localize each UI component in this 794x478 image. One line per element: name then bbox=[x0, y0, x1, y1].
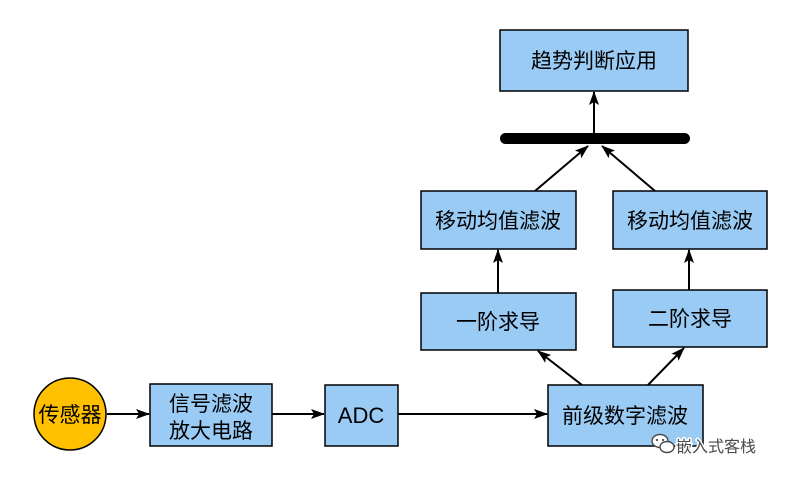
sensor-circle bbox=[33, 377, 107, 451]
trend-application-node: 趋势判断应用 bbox=[499, 29, 689, 92]
trend-application-box bbox=[499, 29, 689, 92]
moving-average-right-label: 移动均值滤波 bbox=[627, 209, 753, 233]
arrow-right-moving-average-to-merge bbox=[601, 145, 656, 192]
signal-filter-node: 信号滤波 放大电路 bbox=[149, 383, 273, 447]
watermark-text: 嵌入式客栈 bbox=[676, 437, 756, 456]
second-derivative-box bbox=[612, 289, 768, 348]
pre-digital-filter-box bbox=[547, 384, 704, 447]
first-derivative-node: 一阶求导 bbox=[420, 292, 577, 351]
arrow-pre-filter-to-second-derivative bbox=[647, 347, 685, 386]
moving-average-left-label: 移动均值滤波 bbox=[435, 209, 561, 233]
first-derivative-box bbox=[420, 292, 577, 351]
moving-average-right-node: 移动均值滤波 bbox=[612, 190, 768, 250]
moving-average-right-box bbox=[612, 190, 768, 250]
signal-filter-box bbox=[149, 383, 273, 447]
sensor-node: 传感器 bbox=[33, 377, 107, 451]
trend-application-label: 趋势判断应用 bbox=[531, 49, 657, 73]
adc-label: ADC bbox=[338, 403, 385, 428]
pre-digital-filter-node: 前级数字滤波 bbox=[547, 384, 704, 447]
pre-digital-filter-label: 前级数字滤波 bbox=[562, 404, 688, 428]
merge-bar bbox=[500, 133, 690, 144]
first-derivative-label: 一阶求导 bbox=[456, 310, 540, 334]
second-derivative-node: 二阶求导 bbox=[612, 289, 768, 348]
moving-average-left-box bbox=[420, 190, 577, 250]
second-derivative-label: 二阶求导 bbox=[648, 307, 732, 331]
adc-node: ADC bbox=[324, 384, 399, 447]
moving-average-left-node: 移动均值滤波 bbox=[420, 190, 577, 250]
arrow-left-moving-average-to-merge bbox=[534, 145, 589, 192]
wechat-icon bbox=[651, 433, 675, 454]
arrow-pre-filter-to-first-derivative bbox=[537, 350, 583, 386]
adc-box bbox=[324, 384, 399, 447]
signal-filter-label-line2: 放大电路 bbox=[169, 419, 253, 443]
watermark: 嵌入式客栈 bbox=[651, 433, 758, 458]
sensor-label: 传感器 bbox=[39, 403, 102, 427]
signal-filter-label-line1: 信号滤波 bbox=[169, 392, 253, 416]
